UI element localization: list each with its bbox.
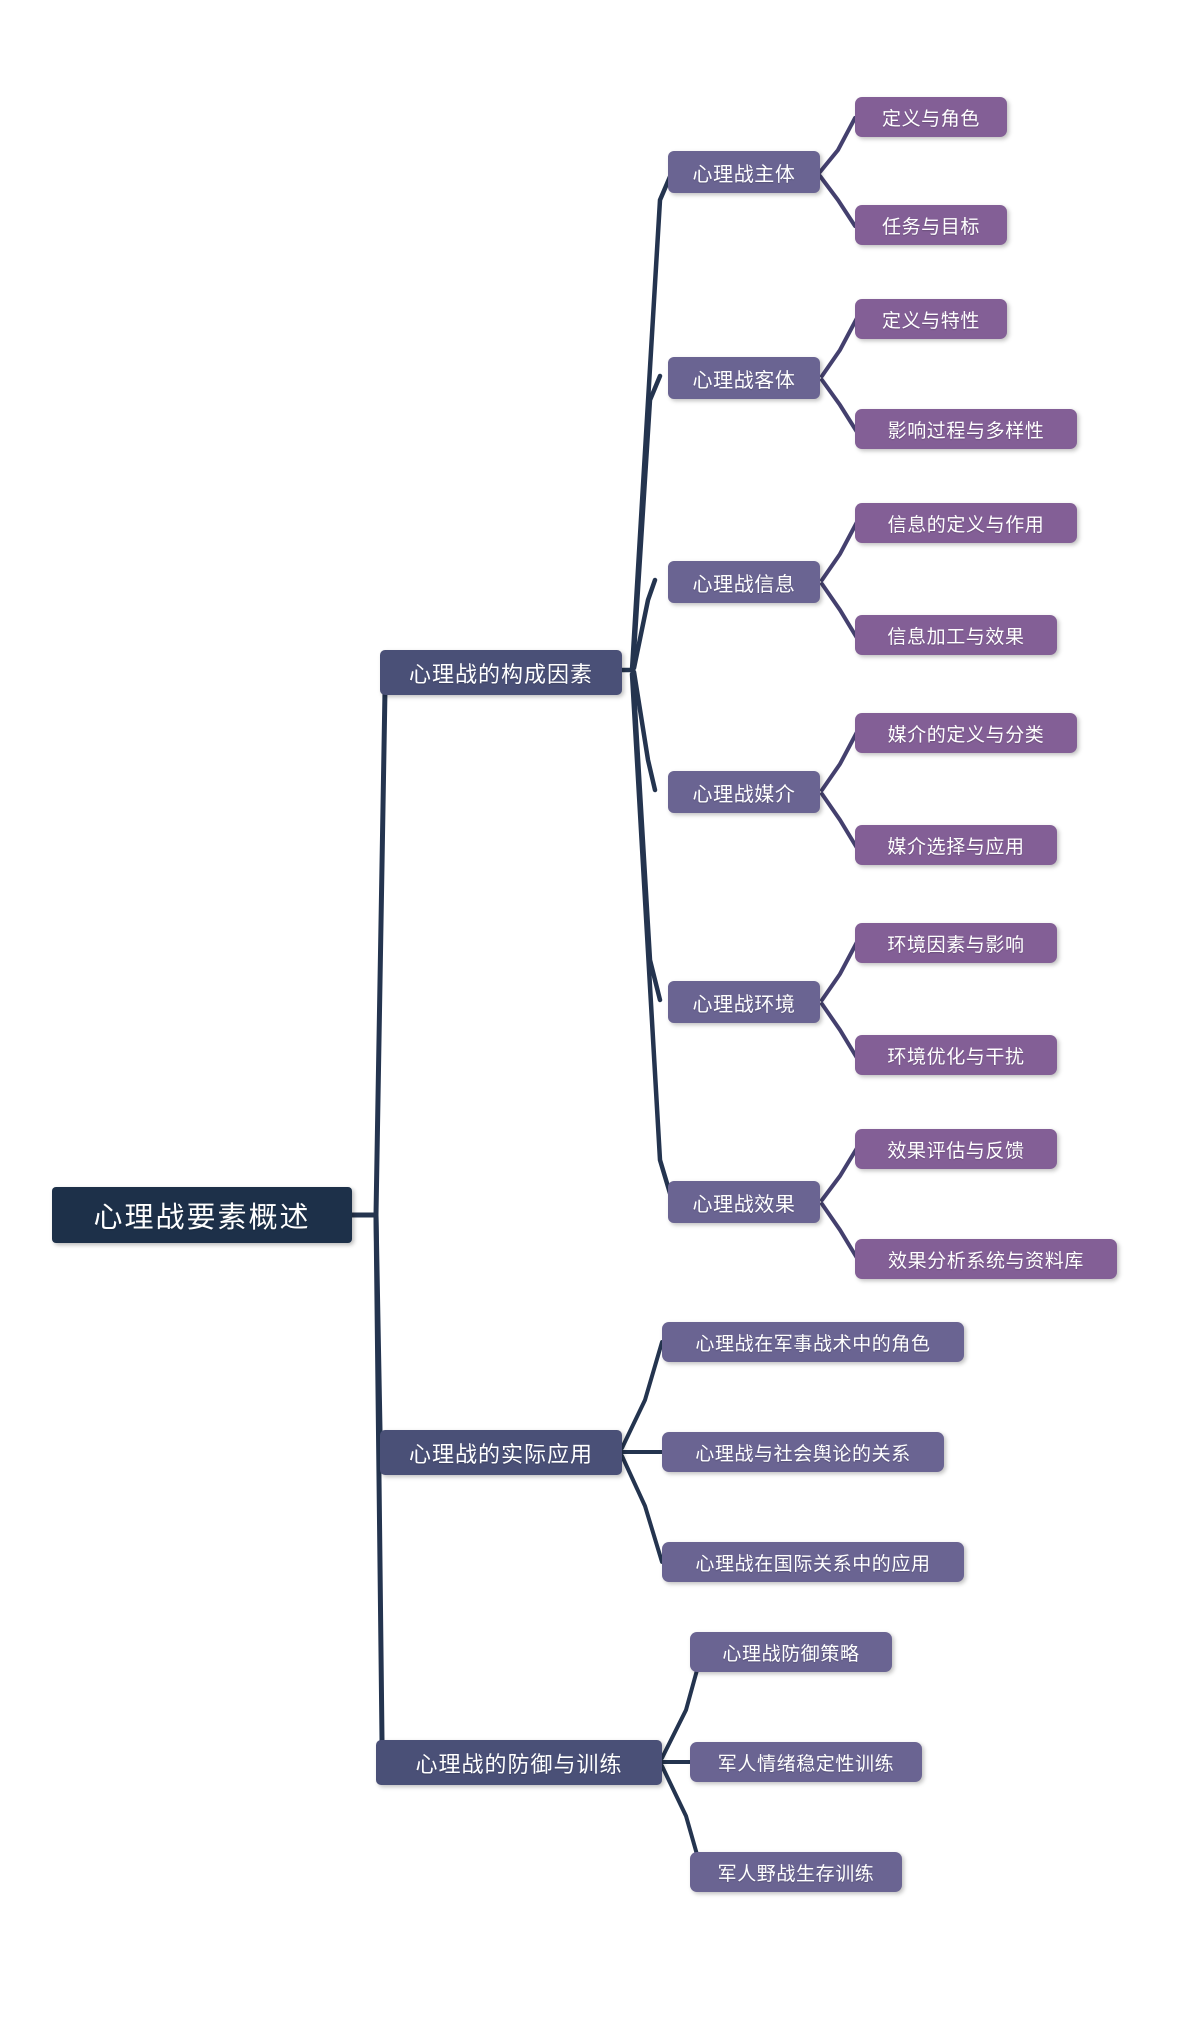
- leaf-node[interactable]: 环境优化与干扰: [855, 1035, 1057, 1075]
- root-node-label: 心理战要素概述: [93, 1202, 311, 1234]
- leaf-node[interactable]: 定义与角色: [855, 97, 1007, 137]
- leaf-label: 信息的定义与作用: [887, 514, 1045, 536]
- edge-c6-leaf2: [820, 1202, 859, 1260]
- branch-node-defense-training[interactable]: 心理战的防御与训练: [376, 1740, 662, 1785]
- leaf-node[interactable]: 效果分析系统与资料库: [855, 1239, 1117, 1279]
- leaf-label: 心理战在军事战术中的角色: [695, 1333, 931, 1355]
- leaf-label: 定义与角色: [881, 108, 980, 130]
- subnode-psywar-media[interactable]: 心理战媒介: [668, 771, 820, 813]
- leaf-label: 军人野战生存训练: [717, 1863, 875, 1885]
- edge-b2-leaf1: [620, 1340, 664, 1450]
- edge-b1-to-c2: [630, 373, 663, 671]
- subnode-label: 心理战环境: [692, 993, 796, 1016]
- subnode-psywar-object[interactable]: 心理战客体: [668, 357, 820, 399]
- subnode-psywar-information[interactable]: 心理战信息: [668, 561, 820, 603]
- edge-b1-to-c6: [629, 671, 675, 1203]
- branch-node-constituent-factors[interactable]: 心理战的构成因素: [380, 650, 622, 695]
- edge-b1-to-c5: [630, 671, 663, 1003]
- branch-label: 心理战的构成因素: [408, 661, 593, 687]
- subnode-psywar-environment[interactable]: 心理战环境: [668, 981, 820, 1023]
- root-node[interactable]: 心理战要素概述: [52, 1187, 352, 1243]
- leaf-label: 影响过程与多样性: [887, 420, 1045, 442]
- subnode-label: 心理战客体: [692, 369, 796, 392]
- edge-c5-leaf2: [820, 1002, 859, 1060]
- leaf-label: 信息加工与效果: [887, 626, 1025, 648]
- subnode-label: 心理战效果: [692, 1193, 796, 1216]
- leaf-label: 媒介的定义与分类: [887, 724, 1045, 746]
- leaf-label: 效果评估与反馈: [887, 1140, 1025, 1162]
- leaf-label: 心理战在国际关系中的应用: [695, 1553, 931, 1575]
- edge-c1-leaf1: [818, 116, 857, 174]
- leaf-node[interactable]: 心理战与社会舆论的关系: [662, 1432, 944, 1472]
- edge-root-branch2: [373, 1212, 383, 1451]
- leaf-node[interactable]: 环境因素与影响: [855, 923, 1057, 963]
- edge-b2-leaf3: [620, 1454, 664, 1564]
- subnode-psywar-effect[interactable]: 心理战效果: [668, 1181, 820, 1223]
- edge-root-branch3: [373, 1212, 385, 1761]
- leaf-node[interactable]: 心理战在军事战术中的角色: [662, 1322, 964, 1362]
- leaf-node[interactable]: 心理战防御策略: [690, 1632, 892, 1672]
- leaf-node[interactable]: 任务与目标: [855, 205, 1007, 245]
- edge-c5-leaf1: [820, 940, 859, 1002]
- leaf-label: 环境优化与干扰: [887, 1046, 1025, 1068]
- branch-label: 心理战的防御与训练: [415, 1751, 623, 1777]
- subnode-psywar-subject[interactable]: 心理战主体: [668, 151, 820, 193]
- edge-b1-to-c4: [631, 669, 658, 793]
- edge-c6-leaf1: [820, 1146, 859, 1202]
- leaf-node[interactable]: 心理战在国际关系中的应用: [662, 1542, 964, 1582]
- leaf-node[interactable]: 效果评估与反馈: [855, 1129, 1057, 1169]
- leaf-label: 效果分析系统与资料库: [887, 1250, 1084, 1272]
- leaf-label: 心理战防御策略: [722, 1643, 860, 1665]
- leaf-node[interactable]: 影响过程与多样性: [855, 409, 1077, 449]
- leaf-node[interactable]: 信息的定义与作用: [855, 503, 1077, 543]
- leaf-label: 心理战与社会舆论的关系: [695, 1443, 911, 1465]
- leaf-node[interactable]: 军人野战生存训练: [690, 1852, 902, 1892]
- leaf-node[interactable]: 媒介选择与应用: [855, 825, 1057, 865]
- edge-c3-leaf1: [820, 520, 859, 582]
- leaf-node[interactable]: 军人情绪稳定性训练: [690, 1742, 922, 1782]
- edge-b1-to-c3: [631, 577, 658, 671]
- edge-c2-leaf2: [820, 378, 859, 434]
- leaf-label: 定义与特性: [881, 310, 980, 332]
- leaf-label: 军人情绪稳定性训练: [717, 1753, 895, 1775]
- leaf-label: 媒介选择与应用: [887, 836, 1025, 858]
- edge-c2-leaf1: [820, 316, 859, 378]
- edge-c4-leaf2: [820, 792, 859, 850]
- branch-node-practical-application[interactable]: 心理战的实际应用: [380, 1430, 622, 1475]
- leaf-label: 环境因素与影响: [887, 934, 1025, 956]
- edge-c1-leaf2: [818, 174, 857, 228]
- edge-root-branch1: [373, 669, 388, 1218]
- edge-c4-leaf1: [820, 730, 859, 792]
- branch-label: 心理战的实际应用: [408, 1441, 593, 1467]
- leaf-label: 任务与目标: [881, 216, 980, 238]
- leaf-node[interactable]: 媒介的定义与分类: [855, 713, 1077, 753]
- subnode-label: 心理战媒介: [692, 783, 796, 806]
- edge-c3-leaf2: [820, 582, 859, 640]
- subnode-label: 心理战主体: [692, 163, 796, 186]
- leaf-node[interactable]: 定义与特性: [855, 299, 1007, 339]
- subnode-label: 心理战信息: [692, 573, 796, 596]
- edge-b1-to-c1: [629, 169, 675, 673]
- leaf-node[interactable]: 信息加工与效果: [855, 615, 1057, 655]
